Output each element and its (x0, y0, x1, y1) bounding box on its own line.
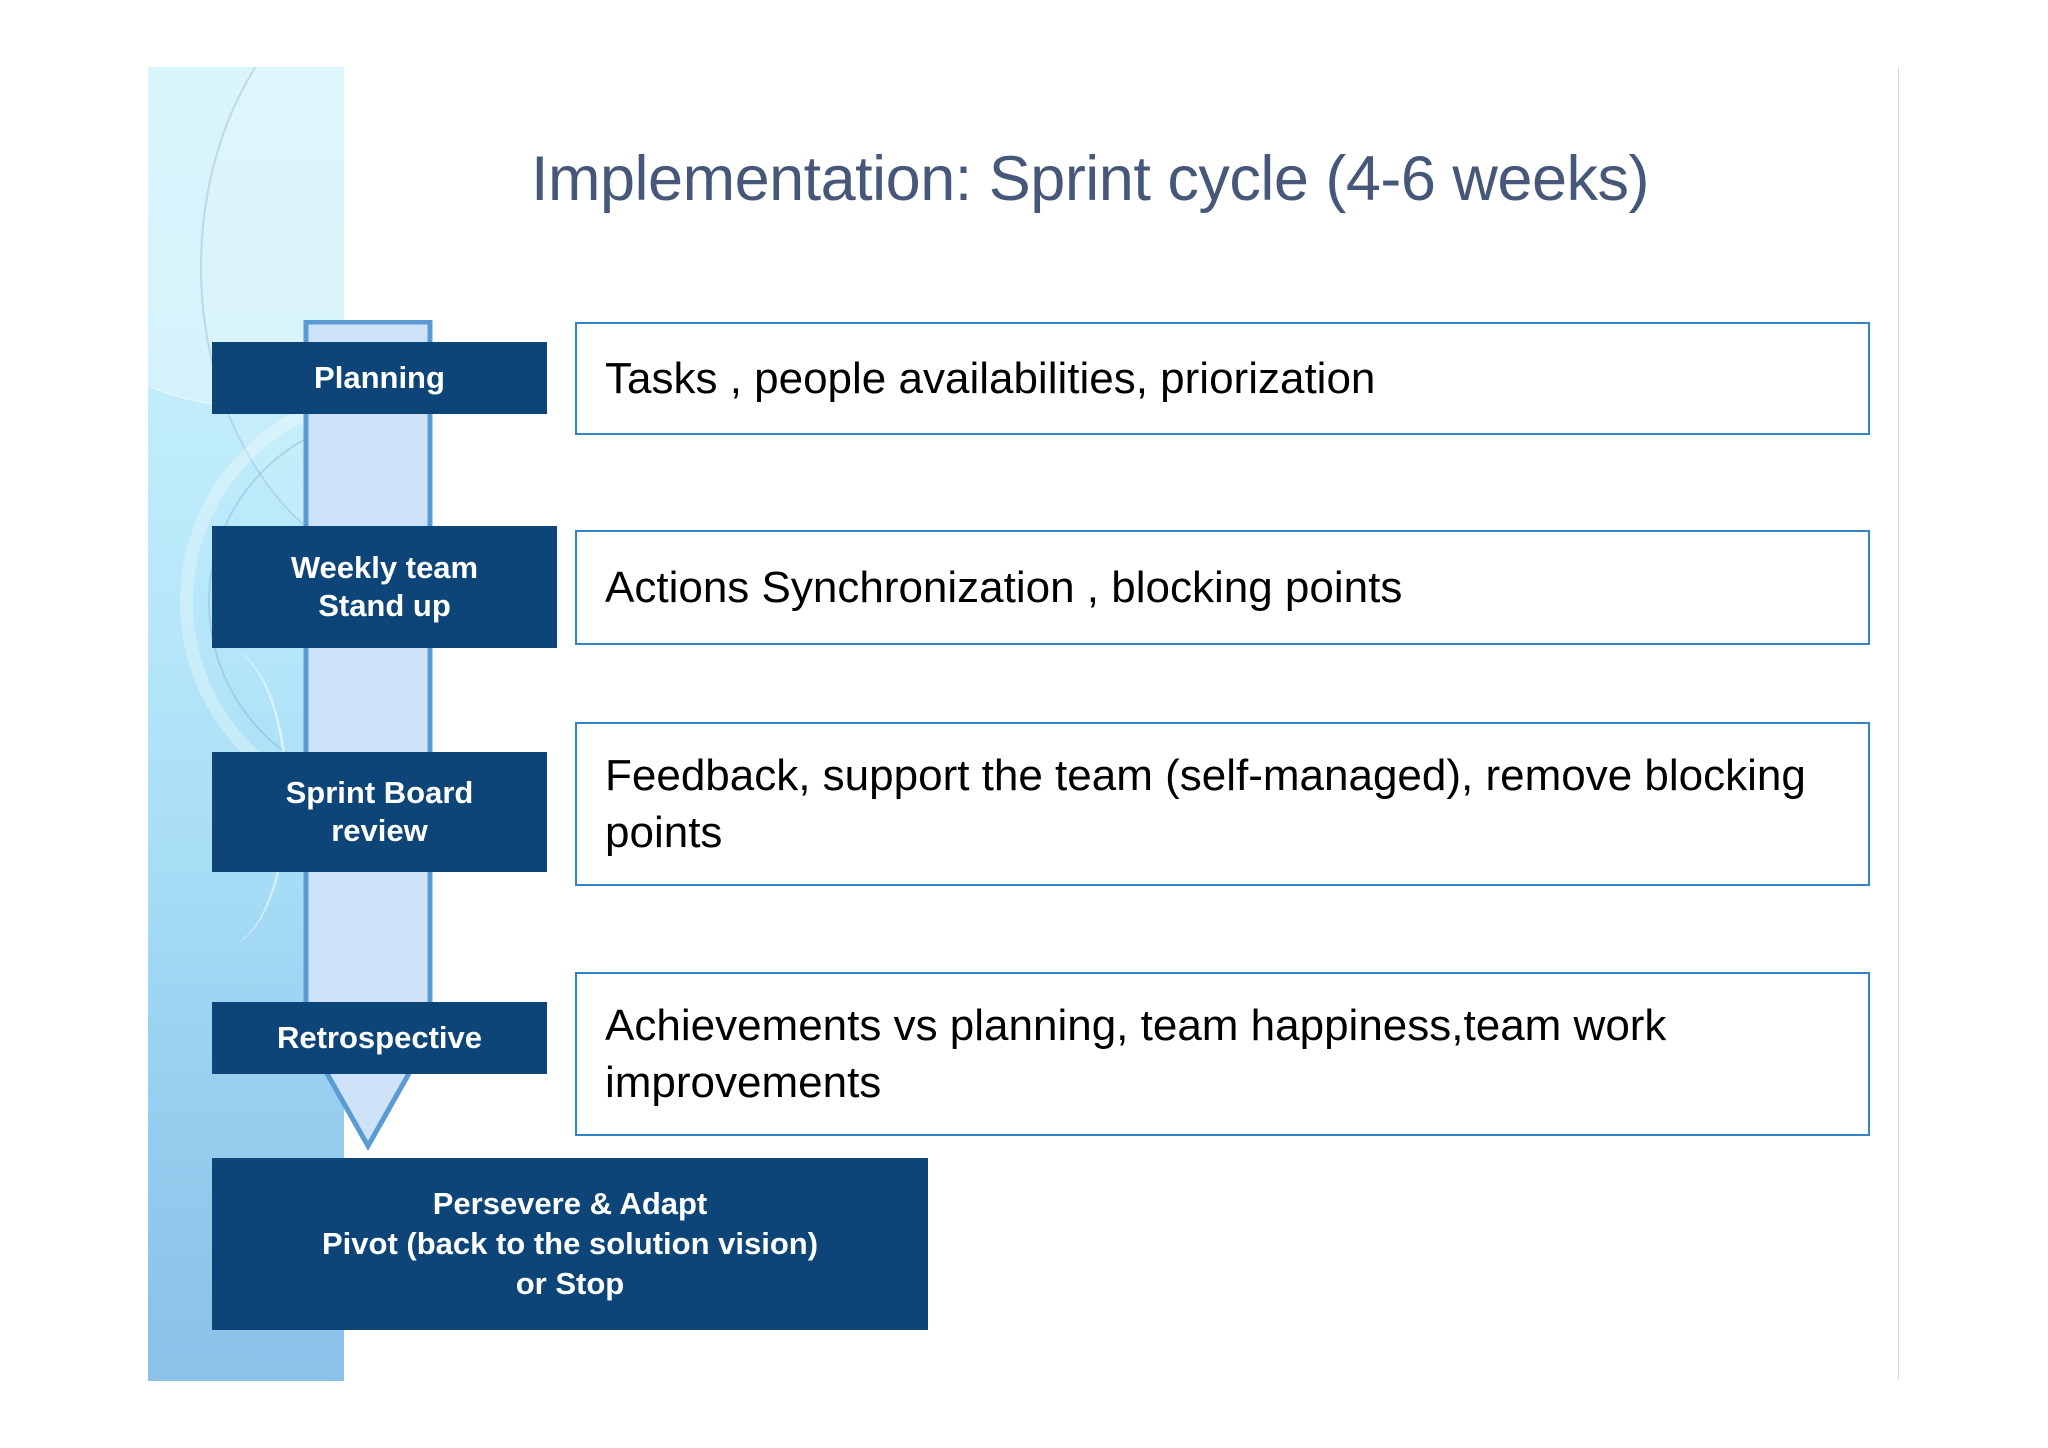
stage-description-box-retrospective[interactable]: Achievements vs planning, team happiness… (575, 972, 1870, 1136)
stage-description-text: Feedback, support the team (self-managed… (605, 750, 1806, 857)
stage-description-box-planning[interactable]: Tasks , people availabilities, priorizat… (575, 322, 1870, 435)
stage-description-box-sprint-board-review[interactable]: Feedback, support the team (self-managed… (575, 722, 1870, 886)
conclusion-box[interactable]: Persevere & Adapt Pivot (back to the sol… (212, 1158, 928, 1330)
stage-label-planning[interactable]: Planning (212, 342, 547, 414)
stage-description-text: Tasks , people availabilities, priorizat… (605, 353, 1376, 403)
stage-label-sprint-board-review[interactable]: Sprint Board review (212, 752, 547, 872)
stage-label-weekly-team-stand-up[interactable]: Weekly team Stand up (212, 526, 557, 648)
stage-description-text: Actions Synchronization , blocking point… (605, 562, 1403, 612)
stage-description-text: Achievements vs planning, team happiness… (605, 1000, 1667, 1107)
stage-label-retrospective[interactable]: Retrospective (212, 1002, 547, 1074)
stage-description-box-weekly-team-stand-up[interactable]: Actions Synchronization , blocking point… (575, 530, 1870, 645)
conclusion-text: Persevere & Adapt Pivot (back to the sol… (321, 1185, 819, 1302)
slide-boundary-line (1898, 67, 1899, 1380)
page-title: Implementation: Sprint cycle (4-6 weeks) (531, 144, 1649, 214)
